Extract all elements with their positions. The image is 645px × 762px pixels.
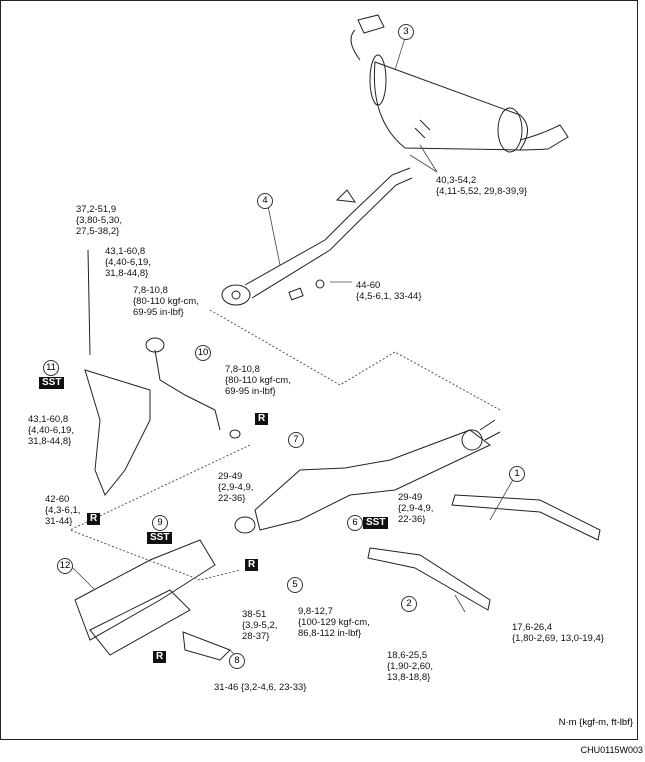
exhaust-manifold	[74, 539, 216, 641]
engine-bracket	[84, 369, 151, 496]
part-number-8: 8	[229, 653, 245, 669]
replace-badge-manifold-gasket: R	[153, 651, 167, 663]
part-number-10: 10	[195, 345, 211, 361]
torque-label-bracket-2-bolts: 18,6-25,5 {1,90-2,60, 13,8-18,8}	[387, 650, 433, 683]
replace-badge-converter-gasket: R	[245, 559, 259, 571]
guide-lines	[68, 309, 501, 581]
long-bolt	[87, 249, 91, 356]
torque-label-front-o2-sensor: 29-49 {2,9-4,9, 22-36}	[218, 471, 254, 504]
torque-label-bracket-8-bolt: 31-46 {3,2-4,6, 23-33}	[214, 682, 307, 693]
muffler	[350, 14, 569, 153]
egr-pipe	[154, 349, 221, 431]
torque-label-bracket-1-bolts: 17,6-26,4 {1,80-2,69, 13,0-19,4}	[512, 622, 604, 644]
torque-label-long-bolt: 37,2-51,9 {3,80-5,30, 27,5-38,2}	[76, 204, 122, 237]
torque-label-bracket-nut: 43,1-60,8 {4,40-6,19, 31,8-44,8}	[105, 246, 151, 279]
torque-label-egr-pipe: 7,8-10,8 {80-110 kgf-cm, 69-95 in-lbf}	[225, 364, 291, 397]
catalytic-converter	[234, 419, 501, 534]
part-number-11: 11	[43, 360, 59, 376]
units-note: N·m {kgf-m, ft-lbf}	[558, 717, 633, 728]
figure-code: CHU0115W003	[580, 745, 643, 755]
bracket-8	[182, 631, 231, 661]
torque-label-front-pipe-nut: 44-60 {4,5-6,1, 33-44}	[356, 280, 422, 302]
diagram-frame	[0, 0, 638, 740]
sst-badge-mount: SST	[39, 377, 65, 389]
bracket-1	[451, 494, 601, 541]
part-number-1: 1	[509, 466, 525, 482]
part-number-4: 4	[257, 193, 273, 209]
torque-label-manifold-nut: 42-60 {4,3-6,1, 31-44}	[45, 494, 81, 527]
spring	[288, 287, 304, 301]
part-number-6: 6	[347, 515, 363, 531]
torque-label-bracket-bolt: 43,1-60,8 {4,40-6,19, 31,8-44,8}	[28, 414, 74, 447]
sst-badge-front-o2: SST	[147, 532, 173, 544]
torque-label-bracket-5-bolt: 9,8-12,7 {100-129 kgf-cm, 86,8-112 in-lb…	[298, 606, 370, 639]
part-number-3: 3	[398, 24, 414, 40]
front-pipe	[221, 167, 413, 306]
sst-badge-rear-o2: SST	[363, 517, 389, 529]
part-number-7: 7	[288, 432, 304, 448]
torque-label-rear-o2-sensor: 29-49 {2,9-4,9, 22-36}	[398, 492, 434, 525]
part-number-5: 5	[287, 577, 303, 593]
torque-label-muffler-clamp: 40,3-54,2 {4,11-5,52, 29,8-39,9}	[436, 175, 528, 197]
replace-badge-manifold-nut: R	[87, 513, 101, 525]
part-number-2: 2	[401, 596, 417, 612]
torque-label-converter-nut: 38-51 {3,9-5,2, 28-37}	[242, 609, 278, 642]
part-number-9: 9	[152, 515, 168, 531]
replace-badge-egr-gasket: R	[255, 413, 269, 425]
part-number-12: 12	[57, 558, 73, 574]
torque-label-egr-valve: 7,8-10,8 {80-110 kgf-cm, 69-95 in-lbf}	[133, 285, 199, 318]
bracket-2	[367, 547, 491, 611]
manifold-gasket	[89, 589, 191, 656]
nut	[315, 279, 325, 289]
